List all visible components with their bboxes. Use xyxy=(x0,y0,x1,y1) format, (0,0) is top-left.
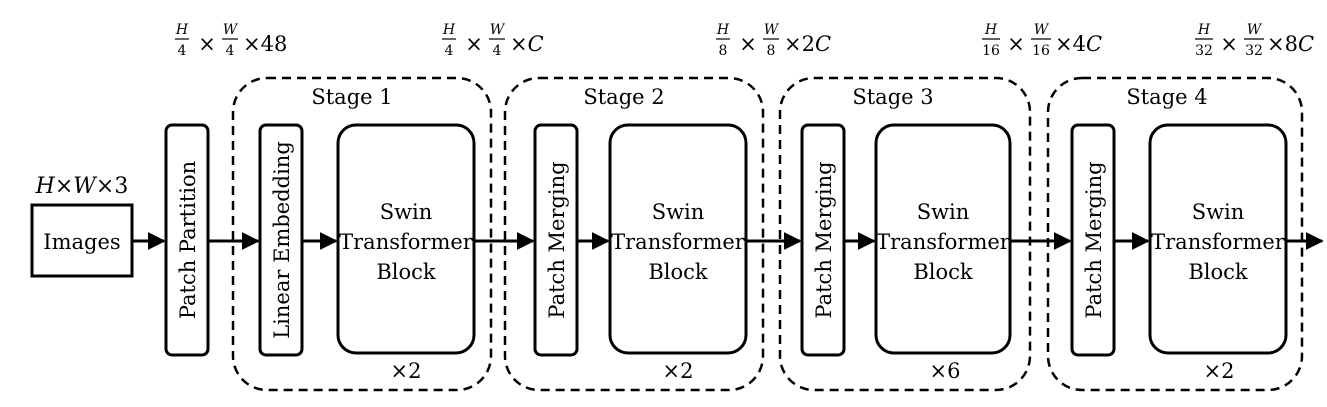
stage-3-patch-merging-label: Patch Merging xyxy=(812,161,836,318)
svg-text:×2C: ×2C xyxy=(784,32,831,56)
svg-text:4: 4 xyxy=(226,43,235,59)
stage-3-title: Stage 3 xyxy=(852,85,933,109)
svg-text:×4C: ×4C xyxy=(1055,32,1102,56)
stage-3-block-line-1: Swin xyxy=(917,200,970,224)
stage-1: Stage 1 Linear Embedding Swin Transforme… xyxy=(231,76,493,392)
stage-2-patch-merging-label: Patch Merging xyxy=(545,161,569,318)
shape-label-0: H 4 × W 4 ×48 xyxy=(175,22,287,59)
stage-3-repeat: ×6 xyxy=(930,359,961,383)
stage-3: Stage 3 Patch Merging Swin Transformer B… xyxy=(778,76,1032,392)
shape-label-1: H 4 × W 4 ×C xyxy=(442,22,544,59)
svg-text:H: H xyxy=(984,22,998,38)
svg-text:4: 4 xyxy=(493,43,502,59)
shape-label-2: H 8 × W 8 ×2C xyxy=(716,22,831,59)
stage-3-block-line-3: Block xyxy=(913,260,973,284)
patch-partition-label: Patch Partition xyxy=(176,161,200,319)
stage-4-patch-merging-label: Patch Merging xyxy=(1082,161,1106,318)
stage-1-repeat: ×2 xyxy=(391,359,422,383)
svg-text:32: 32 xyxy=(1195,43,1213,59)
images-node: Images xyxy=(30,203,134,278)
stage-1-block-line-1: Swin xyxy=(380,200,433,224)
svg-text:×C: ×C xyxy=(510,32,544,56)
stage-4-repeat: ×2 xyxy=(1204,359,1235,383)
svg-text:×: × xyxy=(198,32,216,56)
svg-text:×48: ×48 xyxy=(243,32,287,56)
stage-3-swin-block xyxy=(874,123,1012,355)
stage-1-swin-block xyxy=(336,123,476,355)
stage-4-block-line-3: Block xyxy=(1188,260,1248,284)
shape-label-4: H 32 × W 32 ×8C xyxy=(1195,22,1314,59)
stage-1-block-line-2: Transformer xyxy=(339,230,474,254)
svg-text:W: W xyxy=(764,22,780,38)
svg-text:16: 16 xyxy=(982,43,1000,59)
stage-2-title: Stage 2 xyxy=(583,85,664,109)
svg-text:4: 4 xyxy=(178,43,187,59)
svg-text:4: 4 xyxy=(445,43,454,59)
svg-text:W: W xyxy=(223,22,239,38)
stage-4-title: Stage 4 xyxy=(1126,85,1207,109)
svg-text:×: × xyxy=(739,32,757,56)
svg-text:H: H xyxy=(716,22,730,38)
stage-2-repeat: ×2 xyxy=(663,359,694,383)
images-label: Images xyxy=(43,230,120,254)
stage-4-block-line-1: Swin xyxy=(1192,200,1245,224)
svg-text:×: × xyxy=(1007,32,1025,56)
svg-text:8: 8 xyxy=(767,43,776,59)
svg-text:H: H xyxy=(175,22,189,38)
stage-1-block-line-3: Block xyxy=(376,260,436,284)
patch-partition-node: Patch Partition xyxy=(164,123,210,357)
stage-2-block-line-3: Block xyxy=(648,260,708,284)
svg-text:8: 8 xyxy=(719,43,728,59)
svg-text:W: W xyxy=(490,22,506,38)
stage-2-block-line-2: Transformer xyxy=(611,230,746,254)
stage-1-linear-embedding-label: Linear Embedding xyxy=(270,141,294,339)
svg-text:×: × xyxy=(465,32,483,56)
input-shape-label: H×W×3 xyxy=(35,174,129,199)
stage-2-swin-block xyxy=(608,123,748,355)
stage-4-swin-block xyxy=(1148,123,1288,355)
stage-2-block-line-1: Swin xyxy=(652,200,705,224)
svg-text:16: 16 xyxy=(1032,43,1050,59)
stage-4: Stage 4 Patch Merging Swin Transformer B… xyxy=(1046,76,1304,392)
svg-text:32: 32 xyxy=(1245,43,1263,59)
svg-text:H×W×3: H×W×3 xyxy=(35,174,129,199)
svg-text:×: × xyxy=(1220,32,1238,56)
shape-label-3: H 16 × W 16 ×4C xyxy=(982,22,1102,59)
svg-text:W: W xyxy=(1034,22,1050,38)
svg-text:×8C: ×8C xyxy=(1267,32,1314,56)
stage-2: Stage 2 Patch Merging Swin Transformer B… xyxy=(503,76,765,392)
stage-1-title: Stage 1 xyxy=(311,85,392,109)
stage-3-block-line-2: Transformer xyxy=(876,230,1011,254)
stage-4-block-line-2: Transformer xyxy=(1151,230,1286,254)
svg-text:H: H xyxy=(1197,22,1211,38)
svg-text:H: H xyxy=(442,22,456,38)
svg-text:W: W xyxy=(1247,22,1263,38)
